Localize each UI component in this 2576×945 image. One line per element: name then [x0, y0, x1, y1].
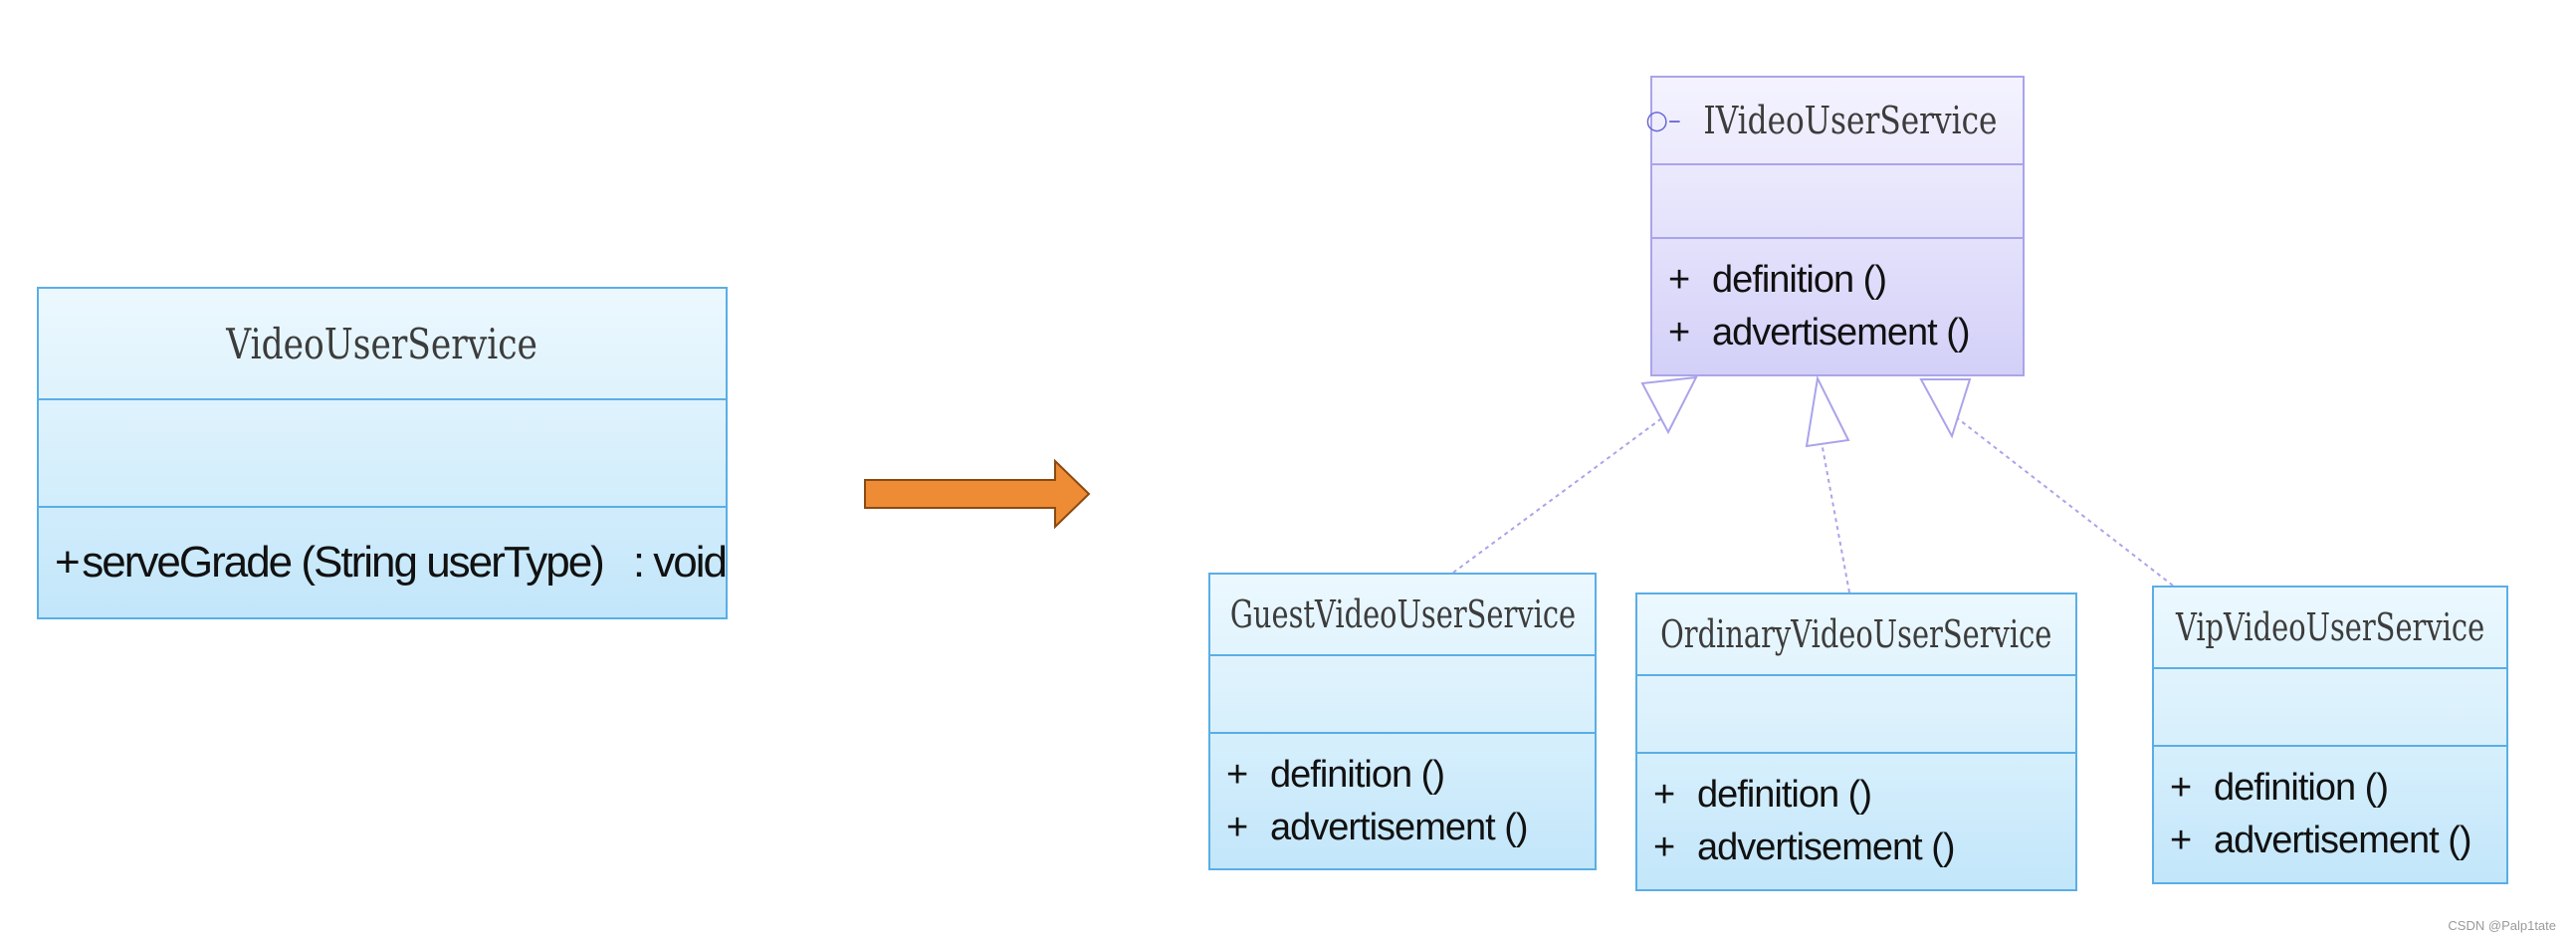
realization-line-guest: [1452, 402, 1683, 574]
class-name-compartment: VideoUserService: [39, 289, 726, 400]
interface-attributes-compartment: [1652, 165, 2023, 239]
realization-head-ordinary: [1805, 374, 1850, 448]
operation-row: + definition (): [1668, 259, 2023, 302]
interface-name-compartment: ○– IVideoUserService: [1645, 78, 2023, 165]
operation-row: + definition (): [2170, 767, 2506, 810]
operation-signature: advertisement (): [1712, 312, 1971, 354]
interface-lollipop-icon: ○–: [1645, 106, 1681, 135]
operation-signature: definition (): [1270, 753, 1445, 796]
interface-ivideo-user-service: ○– IVideoUserService + definition () + a…: [1645, 76, 2025, 376]
class-name: VideoUserService: [226, 319, 538, 368]
operation-signature: definition (): [1712, 259, 1887, 301]
operation-row: + advertisement (): [1226, 807, 1595, 849]
operation-signature: definition (): [2214, 767, 2389, 809]
operation-signature: serveGrade (String userType): [82, 538, 605, 587]
class-operations-compartment: + definition () + advertisement (): [1637, 754, 2075, 889]
class-vip-video-user-service: VipVideoUserService + definition () + ad…: [2152, 586, 2508, 884]
visibility-marker: +: [1653, 774, 1675, 816]
class-name: OrdinaryVideoUserService: [1660, 612, 2052, 656]
class-guest-video-user-service: GuestVideoUserService + definition () + …: [1208, 573, 1597, 870]
operation-signature: advertisement (): [2214, 820, 2472, 861]
class-attributes-compartment: [1210, 656, 1595, 734]
class-attributes-compartment: [39, 400, 726, 508]
operation-row: + serveGrade (String userType) : void: [55, 538, 728, 588]
operation-signature: advertisement (): [1270, 806, 1529, 848]
visibility-marker: +: [1668, 259, 1690, 301]
class-name-compartment: OrdinaryVideoUserService: [1637, 594, 2075, 676]
visibility-marker: +: [55, 538, 81, 587]
interface-name: IVideoUserService: [1703, 99, 1998, 142]
realization-line-vip: [1950, 412, 2174, 587]
class-attributes-compartment: [1637, 676, 2075, 754]
class-operations-compartment: + definition () + advertisement (): [1210, 734, 1595, 868]
operation-signature: advertisement (): [1697, 827, 1956, 868]
visibility-marker: +: [1668, 312, 1690, 354]
visibility-marker: +: [2170, 820, 2192, 861]
realization-line-ordinary: [1821, 441, 1850, 593]
class-ordinary-video-user-service: OrdinaryVideoUserService + definition ()…: [1635, 592, 2077, 891]
operation-row: + definition (): [1226, 754, 1595, 797]
visibility-marker: +: [2170, 767, 2192, 809]
operation-row: + definition (): [1653, 774, 2075, 817]
class-name-compartment: GuestVideoUserService: [1210, 575, 1595, 656]
watermark: CSDN @Palp1tate: [2448, 918, 2556, 933]
class-attributes-compartment: [2154, 669, 2506, 747]
operation-row: + advertisement (): [2170, 820, 2506, 862]
class-name-compartment: VipVideoUserService: [2154, 588, 2506, 669]
interface-operations-compartment: + definition () + advertisement (): [1652, 239, 2023, 374]
operation-row: + advertisement (): [1668, 312, 2023, 354]
transform-arrow: [864, 458, 1091, 530]
visibility-marker: +: [1226, 753, 1248, 796]
operation-signature: definition (): [1697, 774, 1872, 816]
class-name: GuestVideoUserService: [1229, 592, 1576, 636]
class-name: VipVideoUserService: [2175, 605, 2485, 649]
realization-head-vip: [1919, 378, 1972, 439]
visibility-marker: +: [1653, 827, 1675, 868]
class-operations-compartment: + serveGrade (String userType) : void: [39, 508, 728, 617]
class-video-user-service: VideoUserService + serveGrade (String us…: [37, 287, 728, 619]
operation-return-type: : void: [632, 538, 728, 587]
realization-head-guest: [1640, 375, 1698, 435]
visibility-marker: +: [1226, 806, 1248, 848]
operation-row: + advertisement (): [1653, 827, 2075, 869]
class-operations-compartment: + definition () + advertisement (): [2154, 747, 2506, 882]
